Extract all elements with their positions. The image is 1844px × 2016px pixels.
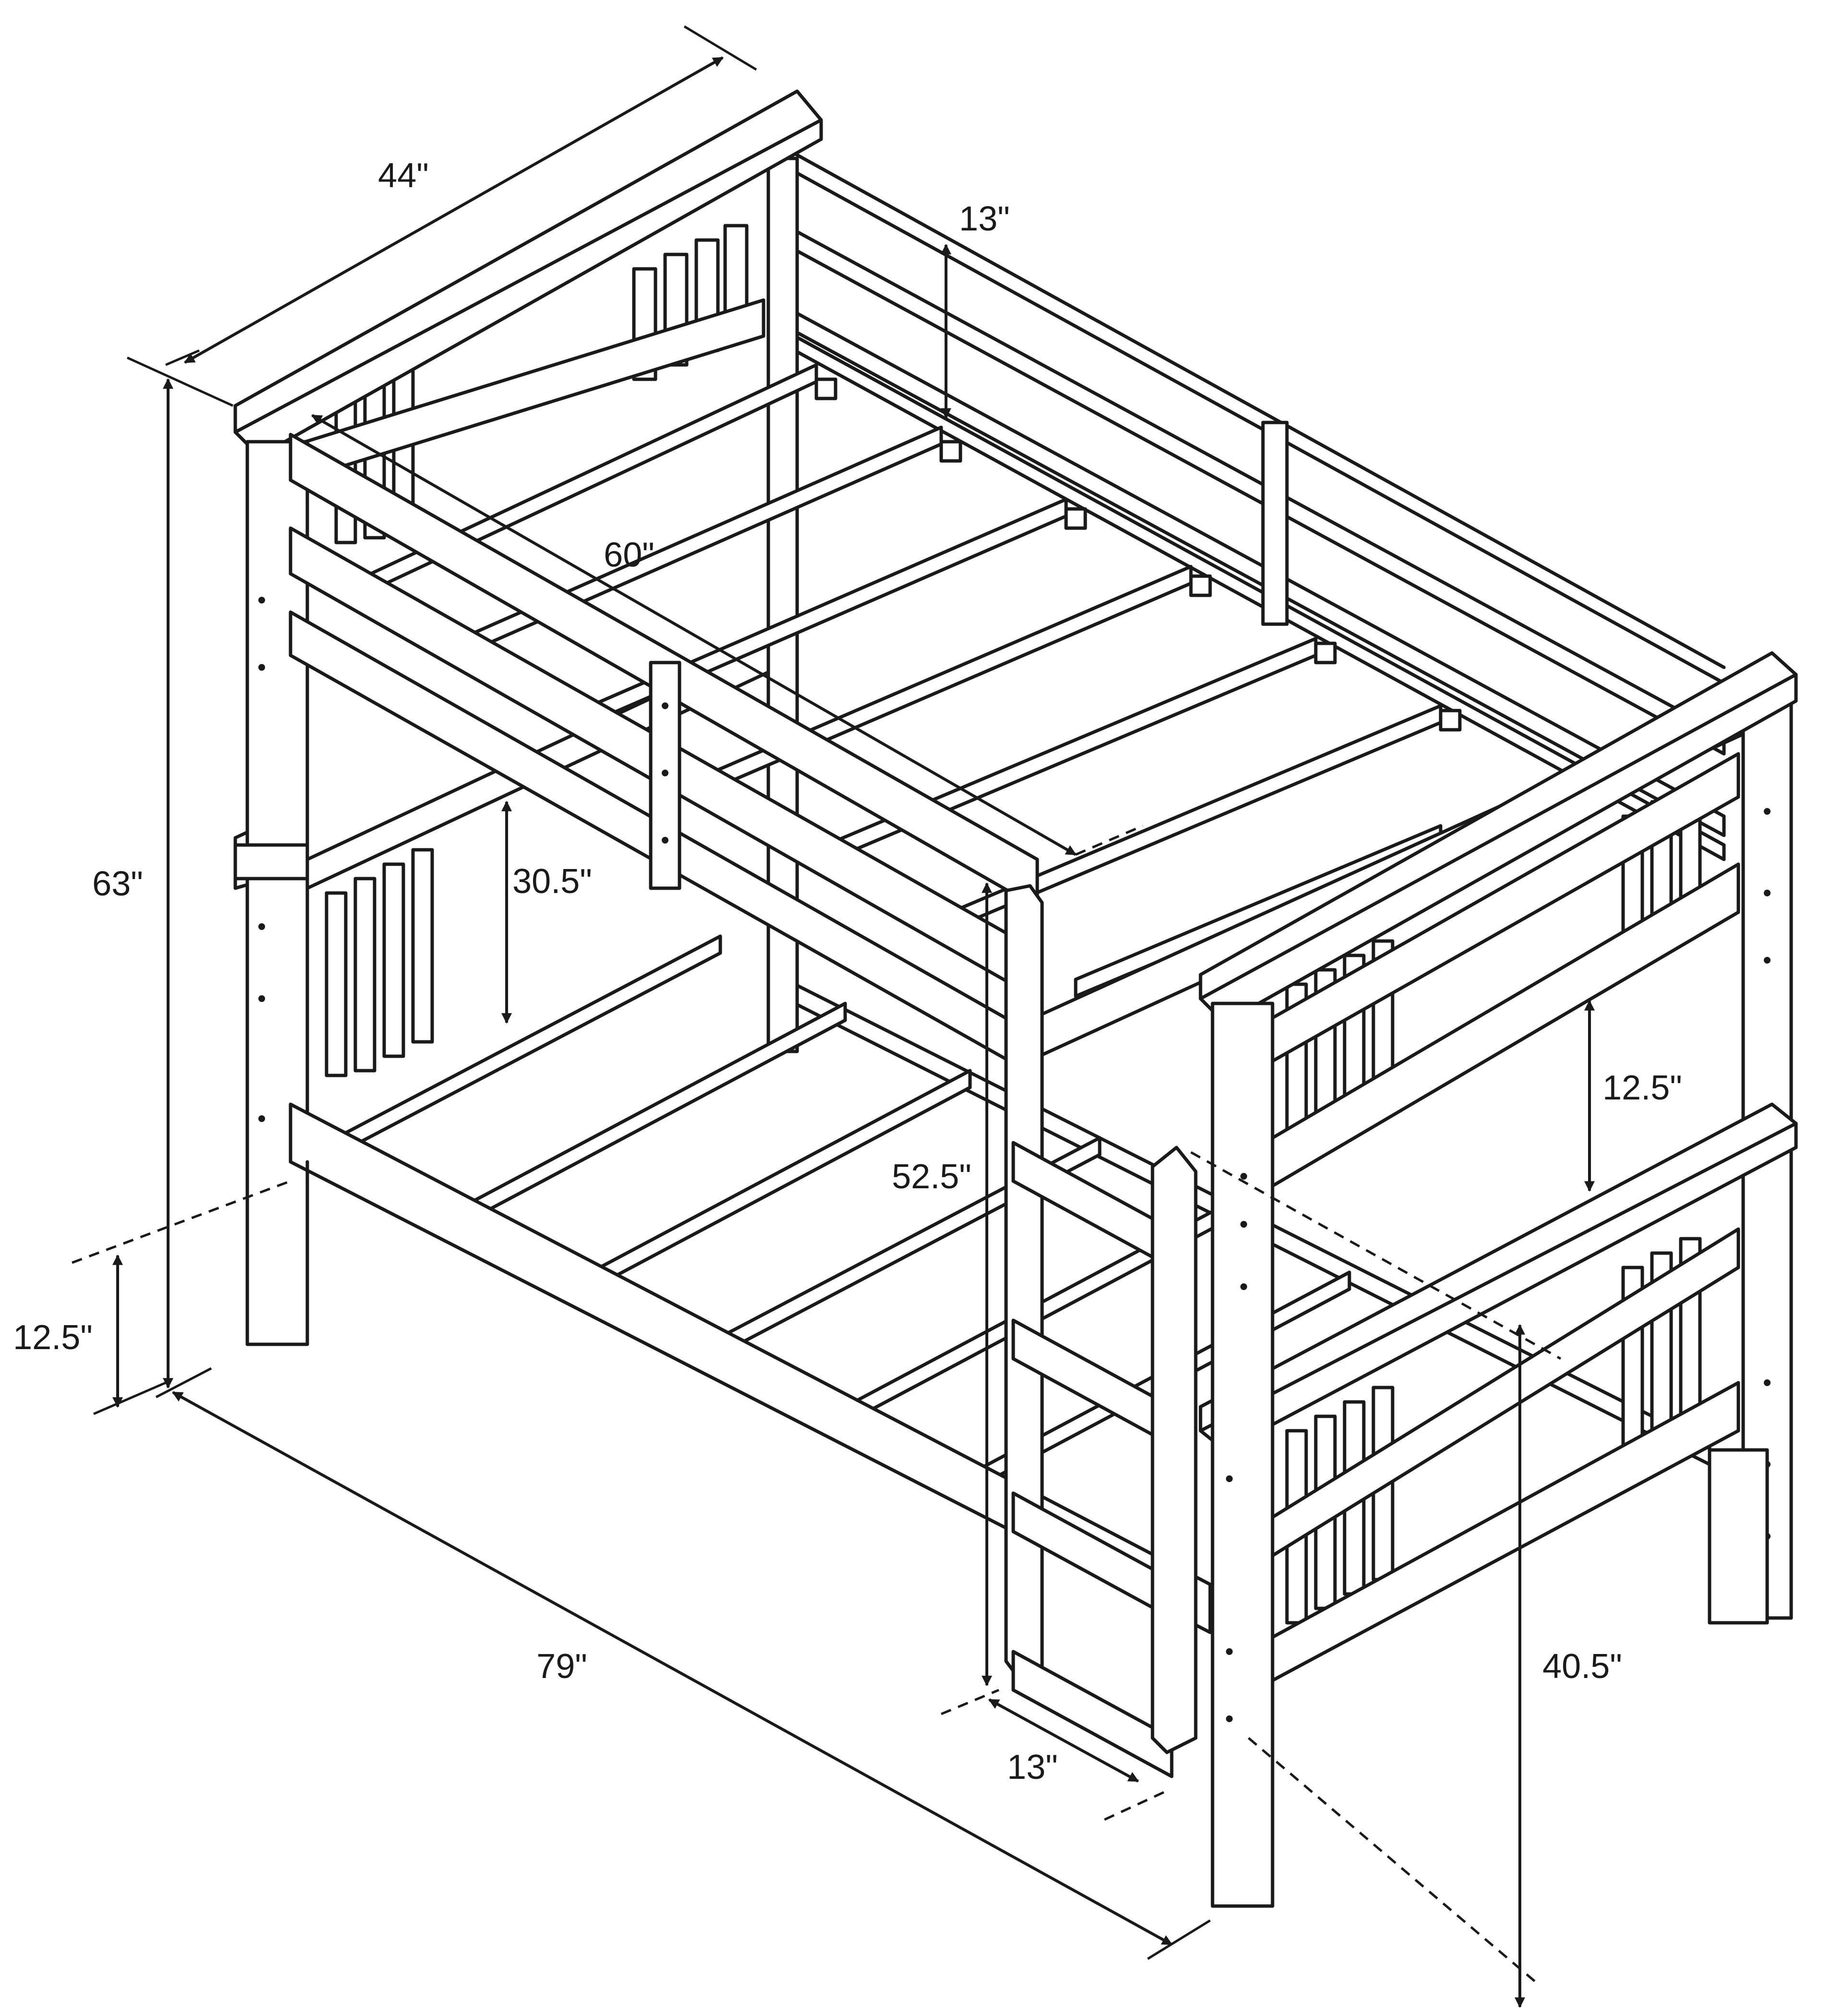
front-left-post xyxy=(233,440,309,1346)
dimension-lines xyxy=(72,25,1595,2008)
front-right-post xyxy=(1211,1002,1274,1908)
guardrail-center-post xyxy=(649,661,681,890)
label-top-bunk-height: 40.5" xyxy=(1542,1647,1622,1686)
footboard xyxy=(1199,651,1798,1682)
label-mattress-length: 60" xyxy=(604,536,655,574)
label-bottom-rail-gap: 12.5" xyxy=(1602,1069,1682,1107)
label-top-width: 44" xyxy=(378,157,429,195)
label-total-length: 79" xyxy=(536,1647,587,1686)
label-bunk-clearance: 30.5" xyxy=(512,862,592,901)
headboard-lower-slats xyxy=(325,848,434,1077)
dimension-labels: 44" 63" 79" 60" 13" 30.5" 52.5" 13" 12.5… xyxy=(13,157,1682,1787)
label-total-height: 63" xyxy=(92,865,143,903)
label-ladder-height: 52.5" xyxy=(892,1158,971,1196)
label-ladder-width: 13" xyxy=(1007,1748,1058,1787)
label-guardrail-height: 13" xyxy=(959,200,1010,238)
label-floor-clearance: 12.5" xyxy=(13,1318,93,1357)
